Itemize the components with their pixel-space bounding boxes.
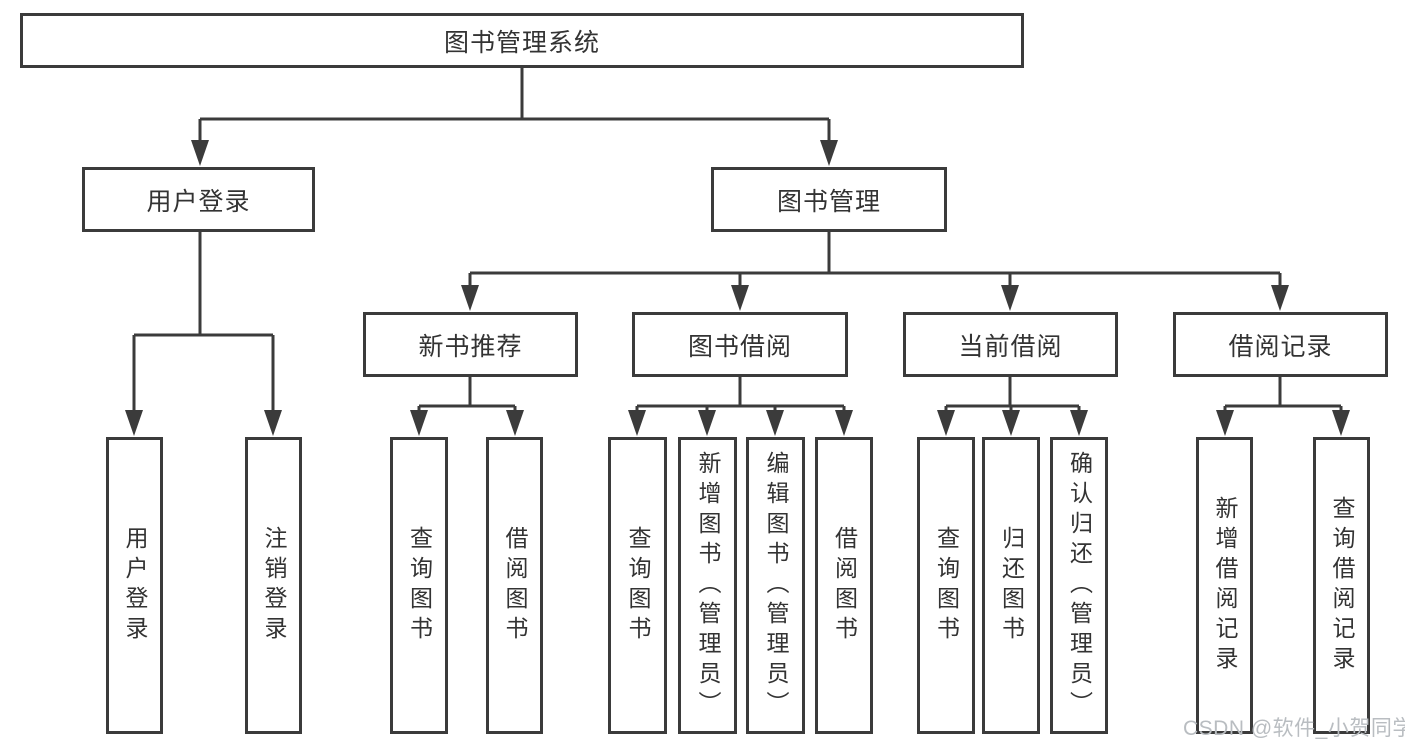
leaf-current-return-books: 归还图书 — [982, 437, 1040, 734]
connector-userlogin-to-leaves — [132, 232, 275, 420]
node-book-management: 图书管理 — [711, 167, 947, 232]
connector-records-to-leaves — [1223, 377, 1343, 420]
leaf-borrowing-query-books: 查询图书 — [608, 437, 667, 734]
leaf-current-confirm-return-admin: 确认归还（管理员） — [1050, 437, 1108, 734]
node-current-borrowing: 当前借阅 — [903, 312, 1118, 377]
connector-root-to-level2 — [198, 67, 831, 150]
leaf-logout: 注销登录 — [245, 437, 302, 734]
node-borrow-records: 借阅记录 — [1173, 312, 1388, 377]
leaf-user-login: 用户登录 — [106, 437, 163, 734]
leaf-borrowing-add-books-admin: 新增图书（管理员） — [678, 437, 737, 734]
connector-bookmgmt-to-level3 — [468, 232, 1282, 295]
connector-newbooks-to-leaves — [417, 377, 517, 420]
leaf-records-add-record: 新增借阅记录 — [1196, 437, 1253, 734]
leaf-current-query-books: 查询图书 — [917, 437, 975, 734]
leaf-newbooks-borrow-books: 借阅图书 — [486, 437, 543, 734]
leaf-borrowing-edit-books-admin: 编辑图书（管理员） — [746, 437, 805, 734]
node-root-system: 图书管理系统 — [20, 13, 1024, 68]
csdn-watermark: CSDN @软件_小贺同学 — [1183, 717, 1405, 740]
node-book-borrowing: 图书借阅 — [632, 312, 848, 377]
connector-bookborrow-to-leaves — [635, 377, 846, 420]
leaf-records-query-record: 查询借阅记录 — [1313, 437, 1370, 734]
node-new-book-recommend: 新书推荐 — [363, 312, 578, 377]
leaf-newbooks-query-books: 查询图书 — [390, 437, 448, 734]
connector-currentborrow-to-leaves — [944, 377, 1081, 420]
node-user-login: 用户登录 — [82, 167, 315, 232]
leaf-borrowing-borrow-books: 借阅图书 — [815, 437, 873, 734]
